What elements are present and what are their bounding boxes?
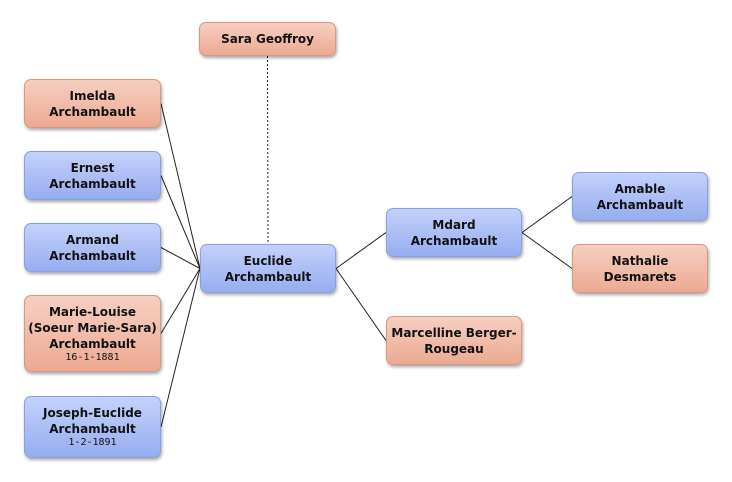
node-armand-archambault[interactable]: Armand Archambault [24,223,161,272]
node-marcelline-berger-rougeau[interactable]: Marcelline Berger- Rougeau [386,316,522,365]
node-name: Euclide Archambault [224,253,312,284]
node-name: Sara Geoffroy [221,32,314,46]
node-date: 1-2-1891 [68,437,117,448]
node-joseph-euclide-archambault[interactable]: Joseph-Euclide Archambault 1-2-1891 [24,396,161,458]
node-euclide-archambault[interactable]: Euclide Archambault [200,244,336,293]
edge-mdard-nathalie [521,232,573,269]
edge-mdard-amable [521,196,573,233]
node-amable-archambault[interactable]: Amable Archambault [572,172,708,221]
edge-ernest-euclide [160,175,201,269]
node-marie-louise-archambault[interactable]: Marie-Louise (Soeur Marie-Sara) Archamba… [24,295,161,372]
node-date: 16-1-1881 [65,351,120,363]
node-name: Armand Archambault [49,232,136,263]
node-name: Joseph-Euclide Archambault [43,406,142,436]
node-name: Mdard Archambault [410,217,498,248]
node-name: Marie-Louise (Soeur Marie-Sara) Archamba… [28,304,157,351]
edge-euclide-marcelline [335,268,387,341]
node-name: Imelda Archambault [49,88,136,119]
node-name: Ernest Archambault [49,160,136,191]
edge-marie-euclide [160,268,201,334]
node-sara-geoffroy[interactable]: Sara Geoffroy [199,22,336,56]
node-mdard-archambault[interactable]: Mdard Archambault [386,208,522,257]
edge-sara-euclide [267,55,269,245]
node-name: Amable Archambault [596,181,684,212]
edge-armand-euclide [160,247,201,269]
edge-imelda-euclide [160,103,201,269]
edge-euclide-mdard [335,232,387,269]
edge-joseph-euclide [160,268,201,428]
node-name: Nathalie Desmarets [603,253,677,284]
node-name: Marcelline Berger- Rougeau [391,325,517,356]
node-imelda-archambault[interactable]: Imelda Archambault [24,79,161,128]
node-ernest-archambault[interactable]: Ernest Archambault [24,151,161,200]
node-nathalie-desmarets[interactable]: Nathalie Desmarets [572,244,708,293]
